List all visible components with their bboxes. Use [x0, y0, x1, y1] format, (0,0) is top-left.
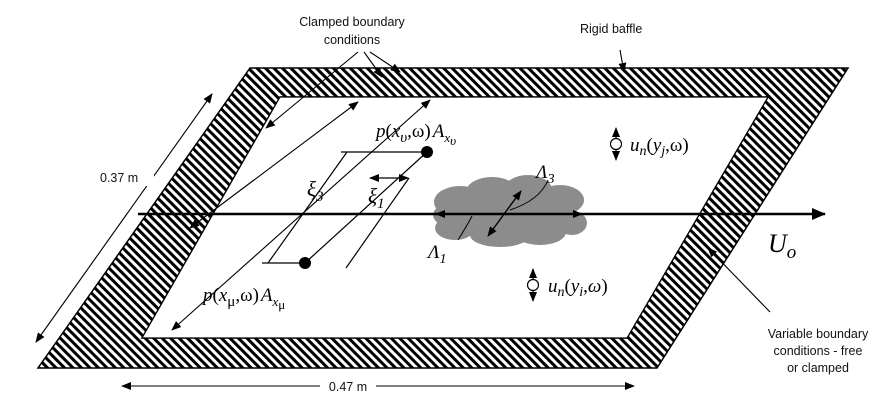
velocity-probe-i	[526, 268, 540, 302]
pressure-upsilon-label: p(xυ,ω)Axυ	[374, 121, 456, 148]
velocity-j-label: un(yj,ω)	[630, 135, 689, 159]
variable-bc-label-line3: or clamped	[787, 361, 849, 375]
velocity-probe-j	[609, 127, 623, 161]
lambda3-double-arrow	[487, 190, 522, 237]
lambda3-leader	[509, 179, 549, 211]
baffle-leader	[618, 49, 627, 73]
variable-bc-label-line1: Variable boundary	[768, 327, 869, 341]
variable-bc-label-line2: conditions - free	[774, 344, 863, 358]
lambda3-label: Λ3	[534, 162, 554, 187]
variable-bc-leader	[707, 247, 771, 313]
clamped-leader-2	[363, 51, 383, 78]
clamped-leader-3	[369, 51, 401, 73]
velocity-i-label: un(yi,ω)	[548, 276, 608, 300]
clamped-label-line2: conditions	[324, 33, 380, 47]
pressure-mu-label: p(xμ,ω)Axμ	[201, 285, 285, 312]
lambda1-label: Λ1	[426, 242, 446, 267]
lambda1-leader	[457, 215, 473, 241]
clamped-label-line1: Clamped boundary	[299, 15, 405, 29]
dimension-037-label: 0.37 m	[100, 171, 138, 185]
xi3-label: ξ3	[307, 177, 324, 205]
freestream-velocity-label: Uo	[768, 229, 796, 263]
dimension-047-label: 0.47 m	[329, 380, 367, 394]
diagonal-inner-arrow-2	[171, 99, 431, 331]
xi1-label: ξ1	[368, 184, 385, 212]
rigid-baffle-label: Rigid baffle	[580, 22, 642, 36]
dimension-037-arrow	[35, 93, 213, 343]
